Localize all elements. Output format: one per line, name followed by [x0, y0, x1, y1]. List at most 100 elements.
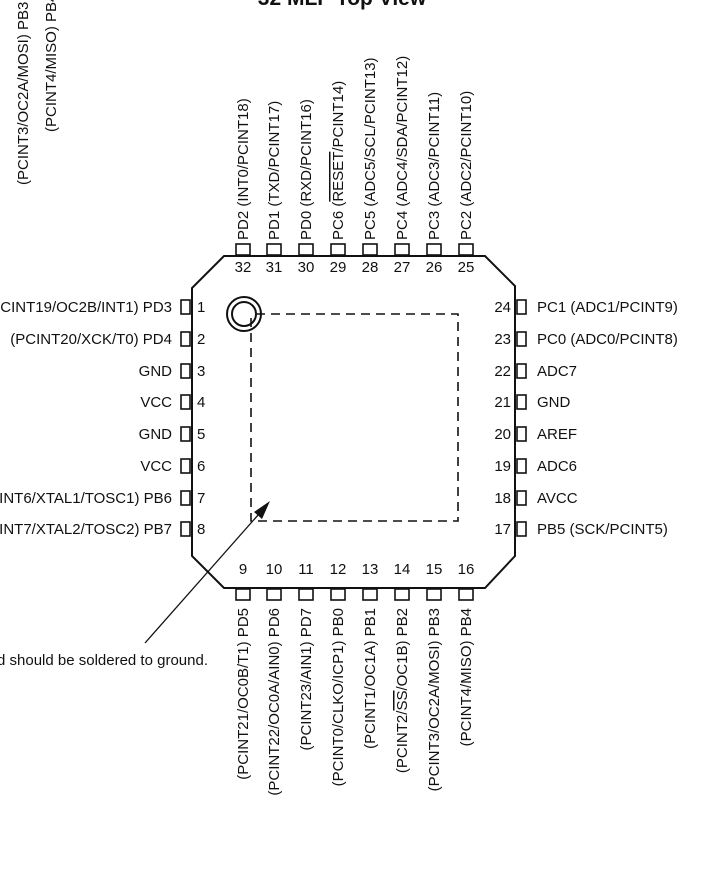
pin-label-4: VCC — [140, 394, 172, 411]
pin-28-label-part: PC5 (ADC5/SCL/PCINT13) — [362, 57, 379, 240]
ground-note: NOTE: Bottom pad should be soldered to g… — [0, 652, 208, 669]
bottom-pad-outline — [250, 313, 459, 522]
pin-label-11: (PCINT23/AIN1) PD7 — [298, 608, 315, 751]
pin-26-label-part: PC3 (ADC3/PCINT11) — [426, 92, 443, 240]
pin-pad-10 — [266, 588, 282, 601]
pin-pad-31 — [266, 243, 282, 256]
pin-label-22: ADC7 — [537, 363, 577, 380]
pin-pad-14 — [394, 588, 410, 601]
pin-number-23: 23 — [494, 331, 511, 348]
pin-label-7: (PCINT6/XTAL1/TOSC1) PB6 — [0, 490, 172, 507]
pin-label-9: (PCINT21/OC0B/T1) PD5 — [235, 608, 252, 780]
pin-pad-30 — [298, 243, 314, 256]
pin-32-label-part: PD2 (INT0/PCINT18) — [235, 98, 252, 240]
pin-number-18: 18 — [494, 490, 511, 507]
pin-number-1: 1 — [197, 299, 205, 316]
pin-label-13: (PCINT1/OC1A) PB1 — [362, 608, 379, 749]
pin-pad-1 — [180, 299, 191, 315]
pin-label-2: (PCINT20/XCK/T0) PD4 — [10, 331, 172, 348]
pin-label-19: ADC6 — [537, 458, 577, 475]
pin-pad-9 — [235, 588, 251, 601]
pins: 1(PCINT19/OC2B/INT1) PD32(PCINT20/XCK/T0… — [0, 56, 678, 796]
pin-label-29: PC6 (RESET/PCINT14) — [330, 81, 347, 240]
pin-number-8: 8 — [197, 521, 205, 538]
pin-14-label-part: SS — [394, 691, 411, 711]
pin-pad-2 — [180, 331, 191, 347]
pin-10-label-part: (PCINT22/OC0A/AIN0) PD6 — [266, 608, 283, 796]
pin-pad-26 — [426, 243, 442, 256]
pin-pad-11 — [298, 588, 314, 601]
pin-number-30: 30 — [298, 259, 315, 276]
pin-pad-22 — [516, 363, 527, 379]
pin-29-label-part: PC6 ( — [330, 202, 347, 240]
pin-number-4: 4 — [197, 394, 205, 411]
note-arrow-head — [254, 501, 270, 519]
pin-label-24: PC1 (ADC1/PCINT9) — [537, 299, 678, 316]
pin-pad-3 — [180, 363, 191, 379]
pin-pad-16 — [458, 588, 474, 601]
pin-pad-4 — [180, 394, 191, 410]
pin-number-24: 24 — [494, 299, 511, 316]
pin-number-12: 12 — [330, 561, 347, 578]
pin-label-14: (PCINT2/SS/OC1B) PB2 — [394, 608, 411, 773]
pin-pad-25 — [458, 243, 474, 256]
pin-16-label-part: (PCINT4/MISO) PB4 — [458, 608, 475, 746]
pin-label-30: PD0 (RXD/PCINT16) — [298, 99, 315, 240]
pin-number-9: 9 — [239, 561, 247, 578]
pin-number-27: 27 — [394, 259, 411, 276]
pin-9-label-part: (PCINT21/OC0B/T1) PD5 — [235, 608, 252, 780]
pin-pad-18 — [516, 490, 527, 506]
pin-number-31: 31 — [266, 259, 283, 276]
pin-label-8: (PCINT7/XTAL2/TOSC2) PB7 — [0, 521, 172, 538]
pin1-marker-inner — [231, 301, 257, 327]
pin-15-label-part: (PCINT3/OC2A/MOSI) PB3 — [426, 608, 443, 791]
pin-label-15: (PCINT3/OC2A/MOSI) PB3 — [426, 608, 443, 791]
pin-number-5: 5 — [197, 426, 205, 443]
pin-number-20: 20 — [494, 426, 511, 443]
pin-pad-5 — [180, 426, 191, 442]
pin-number-11: 11 — [298, 561, 314, 578]
pin-number-17: 17 — [494, 521, 511, 538]
pin-30-label-part: PD0 (RXD/PCINT16) — [298, 99, 315, 240]
pin-label-6: VCC — [140, 458, 172, 475]
pin-number-16: 16 — [458, 561, 475, 578]
pin-14-label-part: (PCINT2/ — [394, 710, 411, 773]
pin-number-26: 26 — [426, 259, 443, 276]
pin-label-25: PC2 (ADC2/PCINT10) — [458, 91, 475, 240]
pin-label-5: GND — [139, 426, 173, 443]
pin-label-1: (PCINT19/OC2B/INT1) PD3 — [0, 299, 172, 316]
pin-number-7: 7 — [197, 490, 205, 507]
pin-pad-27 — [394, 243, 410, 256]
pin-number-21: 21 — [494, 394, 511, 411]
pin-number-13: 13 — [362, 561, 379, 578]
note-arrow-line — [144, 505, 267, 644]
pin-label-23: PC0 (ADC0/PCINT8) — [537, 331, 678, 348]
pin-number-19: 19 — [494, 458, 511, 475]
pin-pad-20 — [516, 426, 527, 442]
pin-number-15: 15 — [426, 561, 443, 578]
pin-13-label-part: (PCINT1/OC1A) PB1 — [362, 608, 379, 749]
pin-14-label-part: /OC1B) PB2 — [394, 608, 411, 691]
pin-number-28: 28 — [362, 259, 379, 276]
pin-pad-8 — [180, 521, 191, 537]
pin-label-10: (PCINT22/OC0A/AIN0) PD6 — [266, 608, 283, 796]
pin-12-label-part: (PCINT0/CLKO/ICP1) PB0 — [330, 608, 347, 786]
pin-pad-21 — [516, 394, 527, 410]
pin-label-32: PD2 (INT0/PCINT18) — [235, 98, 252, 240]
pin-label-20: AREF — [537, 426, 577, 443]
pin-pad-6 — [180, 458, 191, 474]
pin-pad-13 — [362, 588, 378, 601]
pin-pad-29 — [330, 243, 346, 256]
pin-29-label-part: RESET — [330, 152, 347, 202]
pin-number-14: 14 — [394, 561, 411, 578]
offscreen-label-pb3: (PCINT3/OC2A/MOSI) PB3 — [15, 2, 32, 185]
chip-body — [191, 255, 516, 589]
offscreen-label-pb4: (PCINT4/MISO) PB4 — [43, 0, 60, 132]
pin-label-18: AVCC — [537, 490, 578, 507]
pin-pad-17 — [516, 521, 527, 537]
pin-pad-32 — [235, 243, 251, 256]
pin-11-label-part: (PCINT23/AIN1) PD7 — [298, 608, 315, 751]
pin-29-label-part: /PCINT14) — [330, 81, 347, 152]
pin-number-29: 29 — [330, 259, 347, 276]
